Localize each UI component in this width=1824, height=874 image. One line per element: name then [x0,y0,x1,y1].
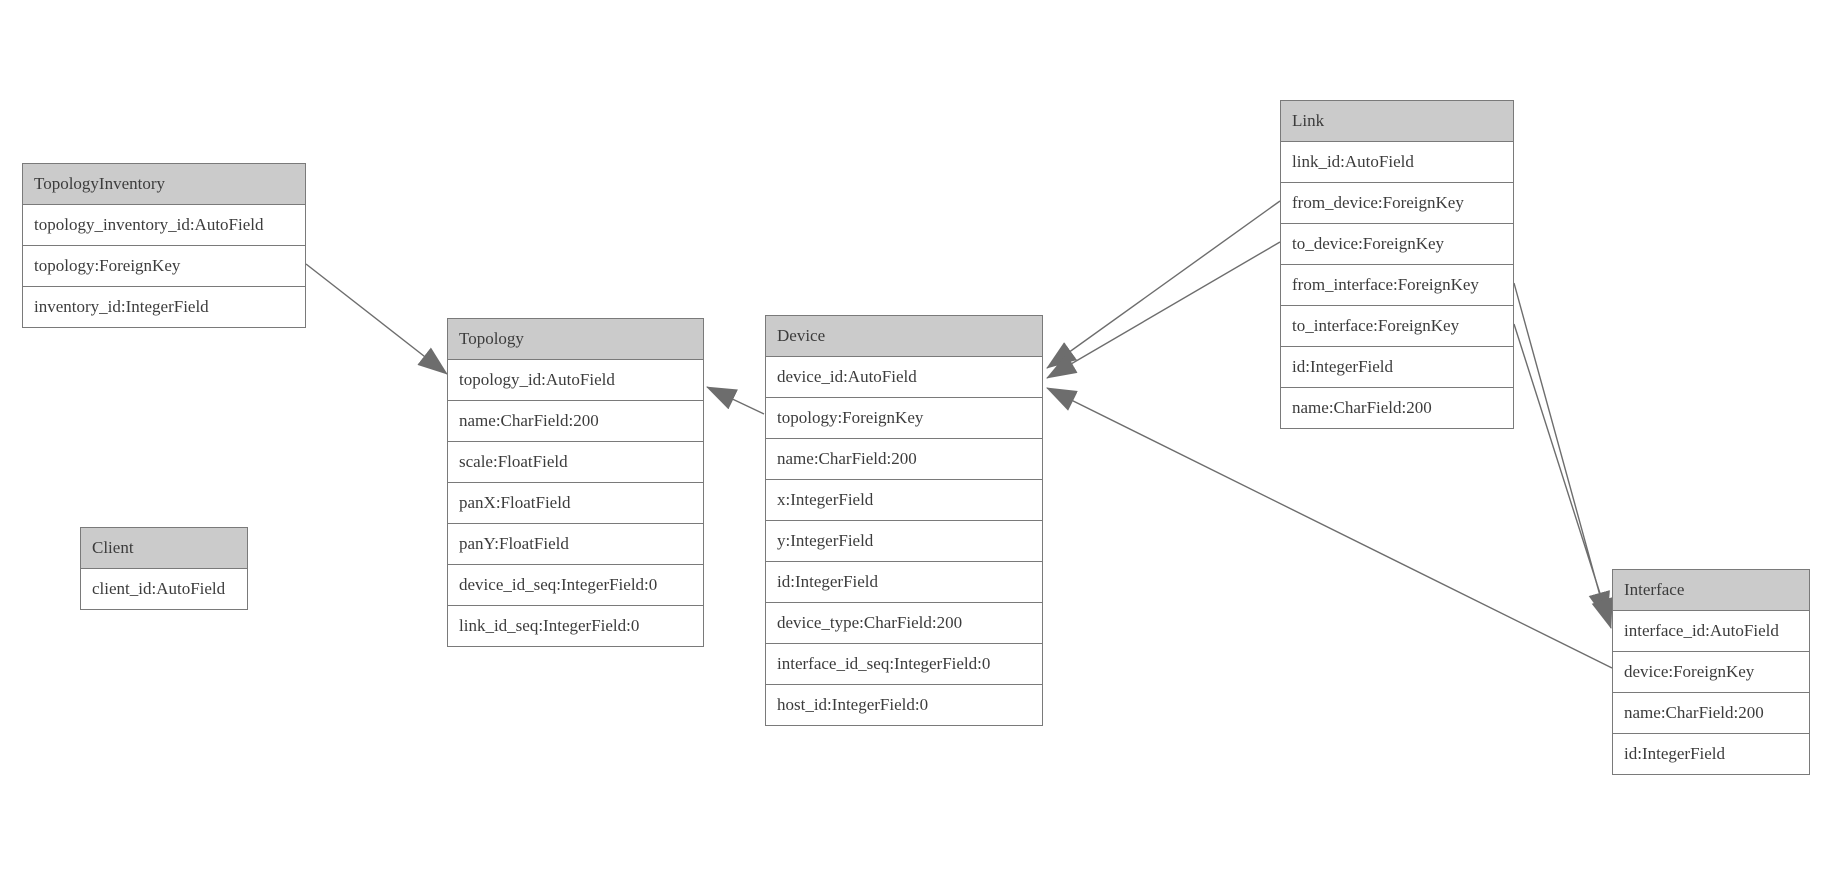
edge-link-to-interface-to-interface [1513,323,1613,629]
entity-field-topology-inventory: inventory_id:IntegerField [23,286,305,327]
entity-title: Client [81,528,247,569]
entity-field-client: client_id:AutoField [81,569,247,609]
entity-field-device: device_id:AutoField [766,357,1042,397]
entity-title: Topology [448,319,703,360]
entity-field-device: x:IntegerField [766,479,1042,520]
entity-field-interface: interface_id:AutoField [1613,611,1809,651]
entity-title: TopologyInventory [23,164,305,205]
entity-field-device: id:IntegerField [766,561,1042,602]
entity-field-link: from_interface:ForeignKey [1281,264,1513,305]
entity-field-link: to_interface:ForeignKey [1281,305,1513,346]
edge-link-to-device-to-device [1046,241,1281,379]
entity-field-topology-inventory: topology:ForeignKey [23,245,305,286]
edge-interface-device-to-device [1046,387,1613,669]
entity-field-topology: link_id_seq:IntegerField:0 [448,605,703,646]
edge-link-from-device-to-device [1046,200,1281,369]
entity-field-topology: device_id_seq:IntegerField:0 [448,564,703,605]
entity-field-topology-inventory: topology_inventory_id:AutoField [23,205,305,245]
entity-field-topology: panY:FloatField [448,523,703,564]
edge-topologyinventory-topology-to-topology [305,263,448,375]
entity-field-interface: id:IntegerField [1613,733,1809,774]
entity-field-device: interface_id_seq:IntegerField:0 [766,643,1042,684]
entity-field-topology: scale:FloatField [448,441,703,482]
entity-field-topology: topology_id:AutoField [448,360,703,400]
edge-device-topology-to-topology [706,386,765,415]
entity-title: Device [766,316,1042,357]
entity-title: Interface [1613,570,1809,611]
entity-field-topology: name:CharField:200 [448,400,703,441]
entity-field-device: topology:ForeignKey [766,397,1042,438]
entity-field-link: link_id:AutoField [1281,142,1513,182]
entity-field-device: host_id:IntegerField:0 [766,684,1042,725]
entity-field-link: to_device:ForeignKey [1281,223,1513,264]
entity-field-topology: panX:FloatField [448,482,703,523]
entity-topology-inventory: TopologyInventory topology_inventory_id:… [22,163,306,328]
entity-field-device: device_type:CharField:200 [766,602,1042,643]
entity-title: Link [1281,101,1513,142]
entity-field-link: name:CharField:200 [1281,387,1513,428]
entity-client: Client client_id:AutoField [80,527,248,610]
entity-field-interface: name:CharField:200 [1613,692,1809,733]
entity-field-device: y:IntegerField [766,520,1042,561]
entity-field-device: name:CharField:200 [766,438,1042,479]
entity-field-link: from_device:ForeignKey [1281,182,1513,223]
entity-field-list: client_id:AutoField [81,569,247,609]
entity-field-interface: device:ForeignKey [1613,651,1809,692]
entity-field-link: id:IntegerField [1281,346,1513,387]
